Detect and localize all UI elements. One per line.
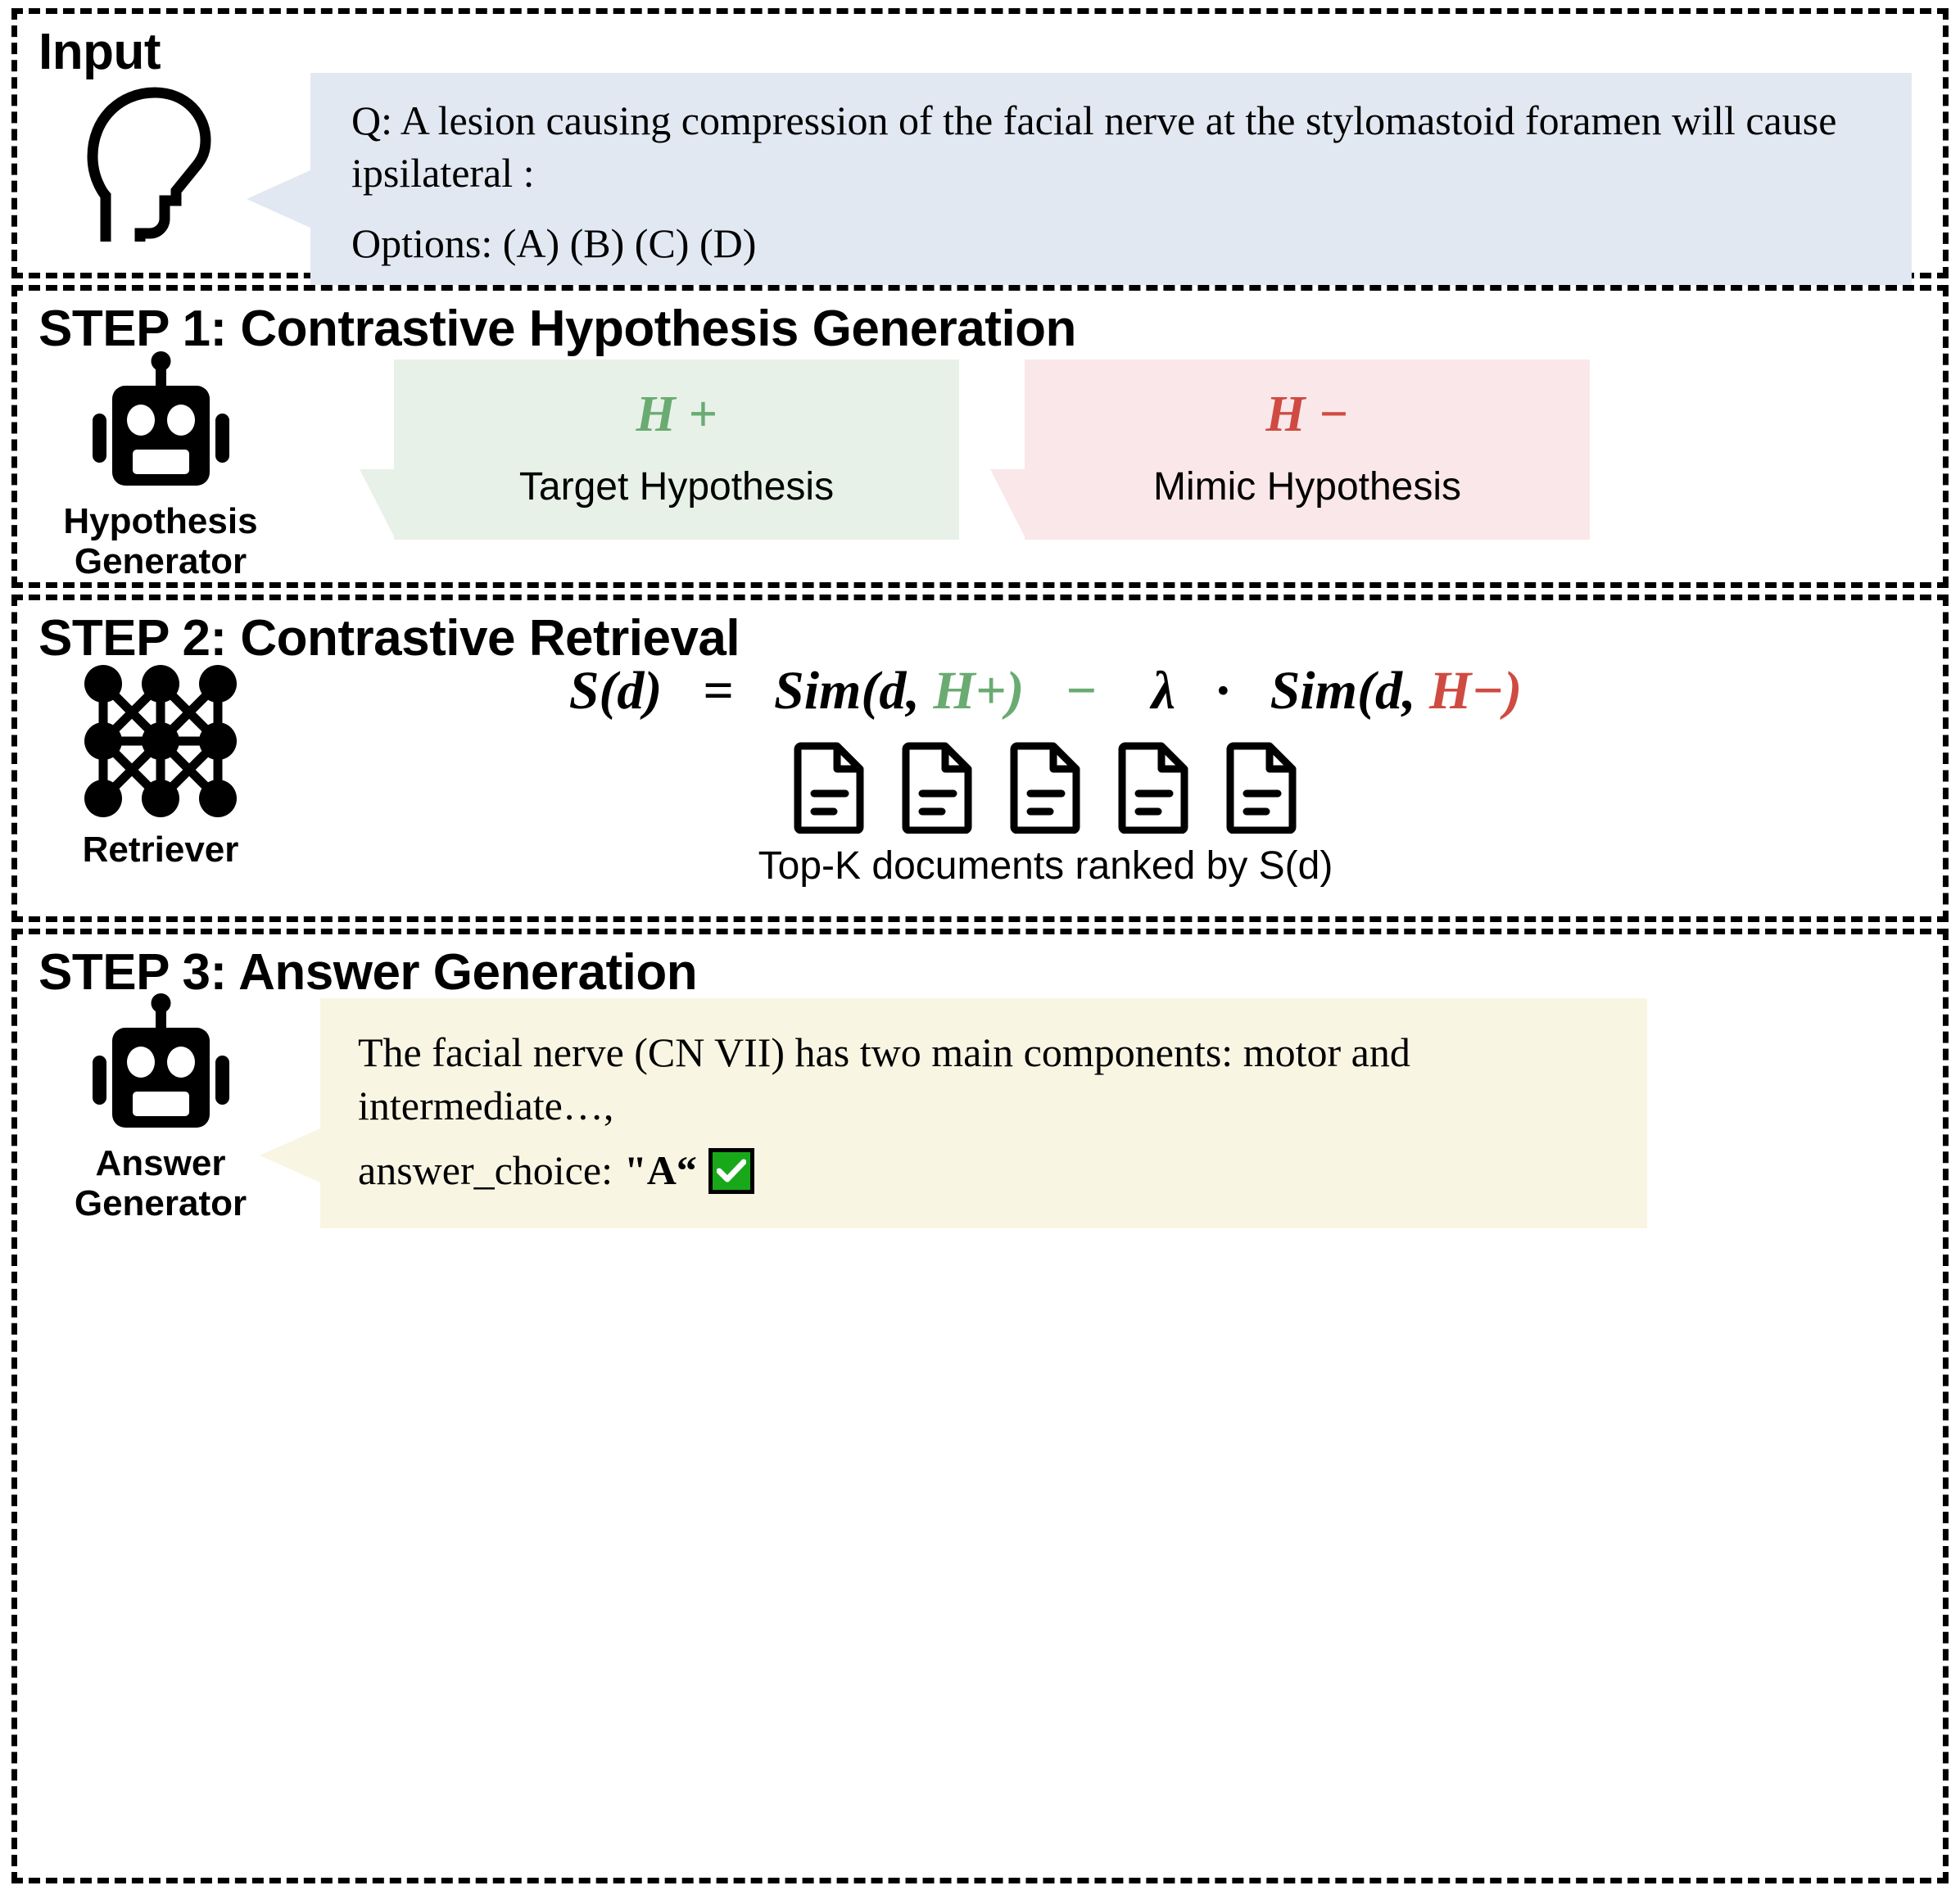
document-icon <box>1226 742 1296 834</box>
retriever-label: Retriever <box>82 830 239 870</box>
step2-row: Retriever S(d) = Sim(d, H+) − λ · <box>17 659 1943 886</box>
target-hypothesis-label: Target Hypothesis <box>518 465 835 509</box>
formula-h-positive: H+ <box>933 661 1007 721</box>
panel-step1: STEP 1: Contrastive Hypothesis Generatio… <box>11 285 1949 588</box>
hypothesis-boxes: H + Target Hypothesis H − Mimic Hypothes… <box>360 359 1590 540</box>
robot-icon <box>92 351 229 486</box>
agent-label-line1: Hypothesis <box>63 501 258 541</box>
formula-h-negative: H− <box>1428 661 1505 721</box>
document-icon <box>794 742 863 834</box>
step3-row: Answer Generator The facial nerve (CN VI… <box>17 993 1943 1228</box>
panel-title-step1: STEP 1: Contrastive Hypothesis Generatio… <box>38 301 1076 357</box>
question-text: Q: A lesion causing compression of the f… <box>351 97 1837 196</box>
neural-network-icon <box>84 665 237 817</box>
mimic-hypothesis-label: Mimic Hypothesis <box>1152 465 1462 509</box>
checkmark-icon <box>708 1147 754 1194</box>
h-positive-symbol: H + <box>636 387 717 442</box>
formula-sim1: Sim(d, <box>774 661 920 721</box>
target-hypothesis-box: H + Target Hypothesis <box>360 359 959 540</box>
document-icon <box>902 742 971 834</box>
step1-row: Hypothesis Generator H + Target Hypothes… <box>17 351 1943 582</box>
retrieved-documents <box>793 739 1299 834</box>
answer-text: The facial nerve (CN VII) has two main c… <box>358 1029 1410 1128</box>
formula-close2: ) <box>1504 661 1523 721</box>
bubble-tail <box>990 469 1026 540</box>
formula-equals: = <box>702 661 734 721</box>
answer-generator-agent: Answer Generator <box>25 993 296 1224</box>
panel-input: Input Q: A lesion causing compression of… <box>11 8 1949 294</box>
document-icon <box>1010 742 1080 834</box>
answer-generator-label: Answer Generator <box>75 1143 247 1224</box>
input-row: Q: A lesion causing compression of the f… <box>17 73 1943 294</box>
head-profile-icon <box>17 73 287 245</box>
formula-minus: − <box>1064 661 1098 721</box>
score-formula: S(d) = Sim(d, H+) − λ · Sim(d, H−) <box>569 664 1523 718</box>
formula-lhs: S(d) <box>568 661 663 721</box>
bubble-tail <box>260 1128 322 1183</box>
document-icon <box>1118 742 1188 834</box>
formula-sim2: Sim(d, <box>1270 661 1416 721</box>
agent-label-line1: Answer <box>95 1143 226 1183</box>
formula-close1: ) <box>1006 661 1025 721</box>
bubble-tail <box>247 170 312 228</box>
agent-label-line2: Generator <box>74 541 247 582</box>
hypothesis-generator-label: Hypothesis Generator <box>63 501 257 582</box>
answer-choice-row: answer_choice: "A“ <box>358 1144 1614 1197</box>
panel-step3: STEP 3: Answer Generation Answer Generat… <box>11 929 1949 1883</box>
question-options: Options: (A) (B) (C) (D) <box>351 220 757 266</box>
answer-choice-value: "A“ <box>623 1147 697 1193</box>
step2-content: S(d) = Sim(d, H+) − λ · Sim(d, H−) <box>296 659 1943 886</box>
robot-icon <box>92 993 229 1128</box>
answer-choice-label: answer_choice: <box>358 1147 613 1193</box>
hypothesis-generator-agent: Hypothesis Generator <box>25 351 296 582</box>
panel-step2: STEP 2: Contrastive Retrieval <box>11 595 1949 922</box>
panel-title-step3: STEP 3: Answer Generation <box>38 944 698 1001</box>
formula-lambda: λ <box>1151 661 1176 721</box>
retriever-agent: Retriever <box>25 659 296 870</box>
panel-title-input: Input <box>38 24 161 80</box>
panel-title-step2: STEP 2: Contrastive Retrieval <box>38 610 740 667</box>
agent-label-line2: Generator <box>74 1183 247 1224</box>
question-bubble: Q: A lesion causing compression of the f… <box>247 73 1912 294</box>
topk-caption: Top-K documents ranked by S(d) <box>758 844 1333 888</box>
mimic-hypothesis-box: H − Mimic Hypothesis <box>990 359 1590 540</box>
h-negative-symbol: H − <box>1265 387 1349 442</box>
bubble-tail <box>360 469 396 540</box>
formula-dot: · <box>1215 661 1230 721</box>
answer-bubble: The facial nerve (CN VII) has two main c… <box>260 998 1647 1228</box>
